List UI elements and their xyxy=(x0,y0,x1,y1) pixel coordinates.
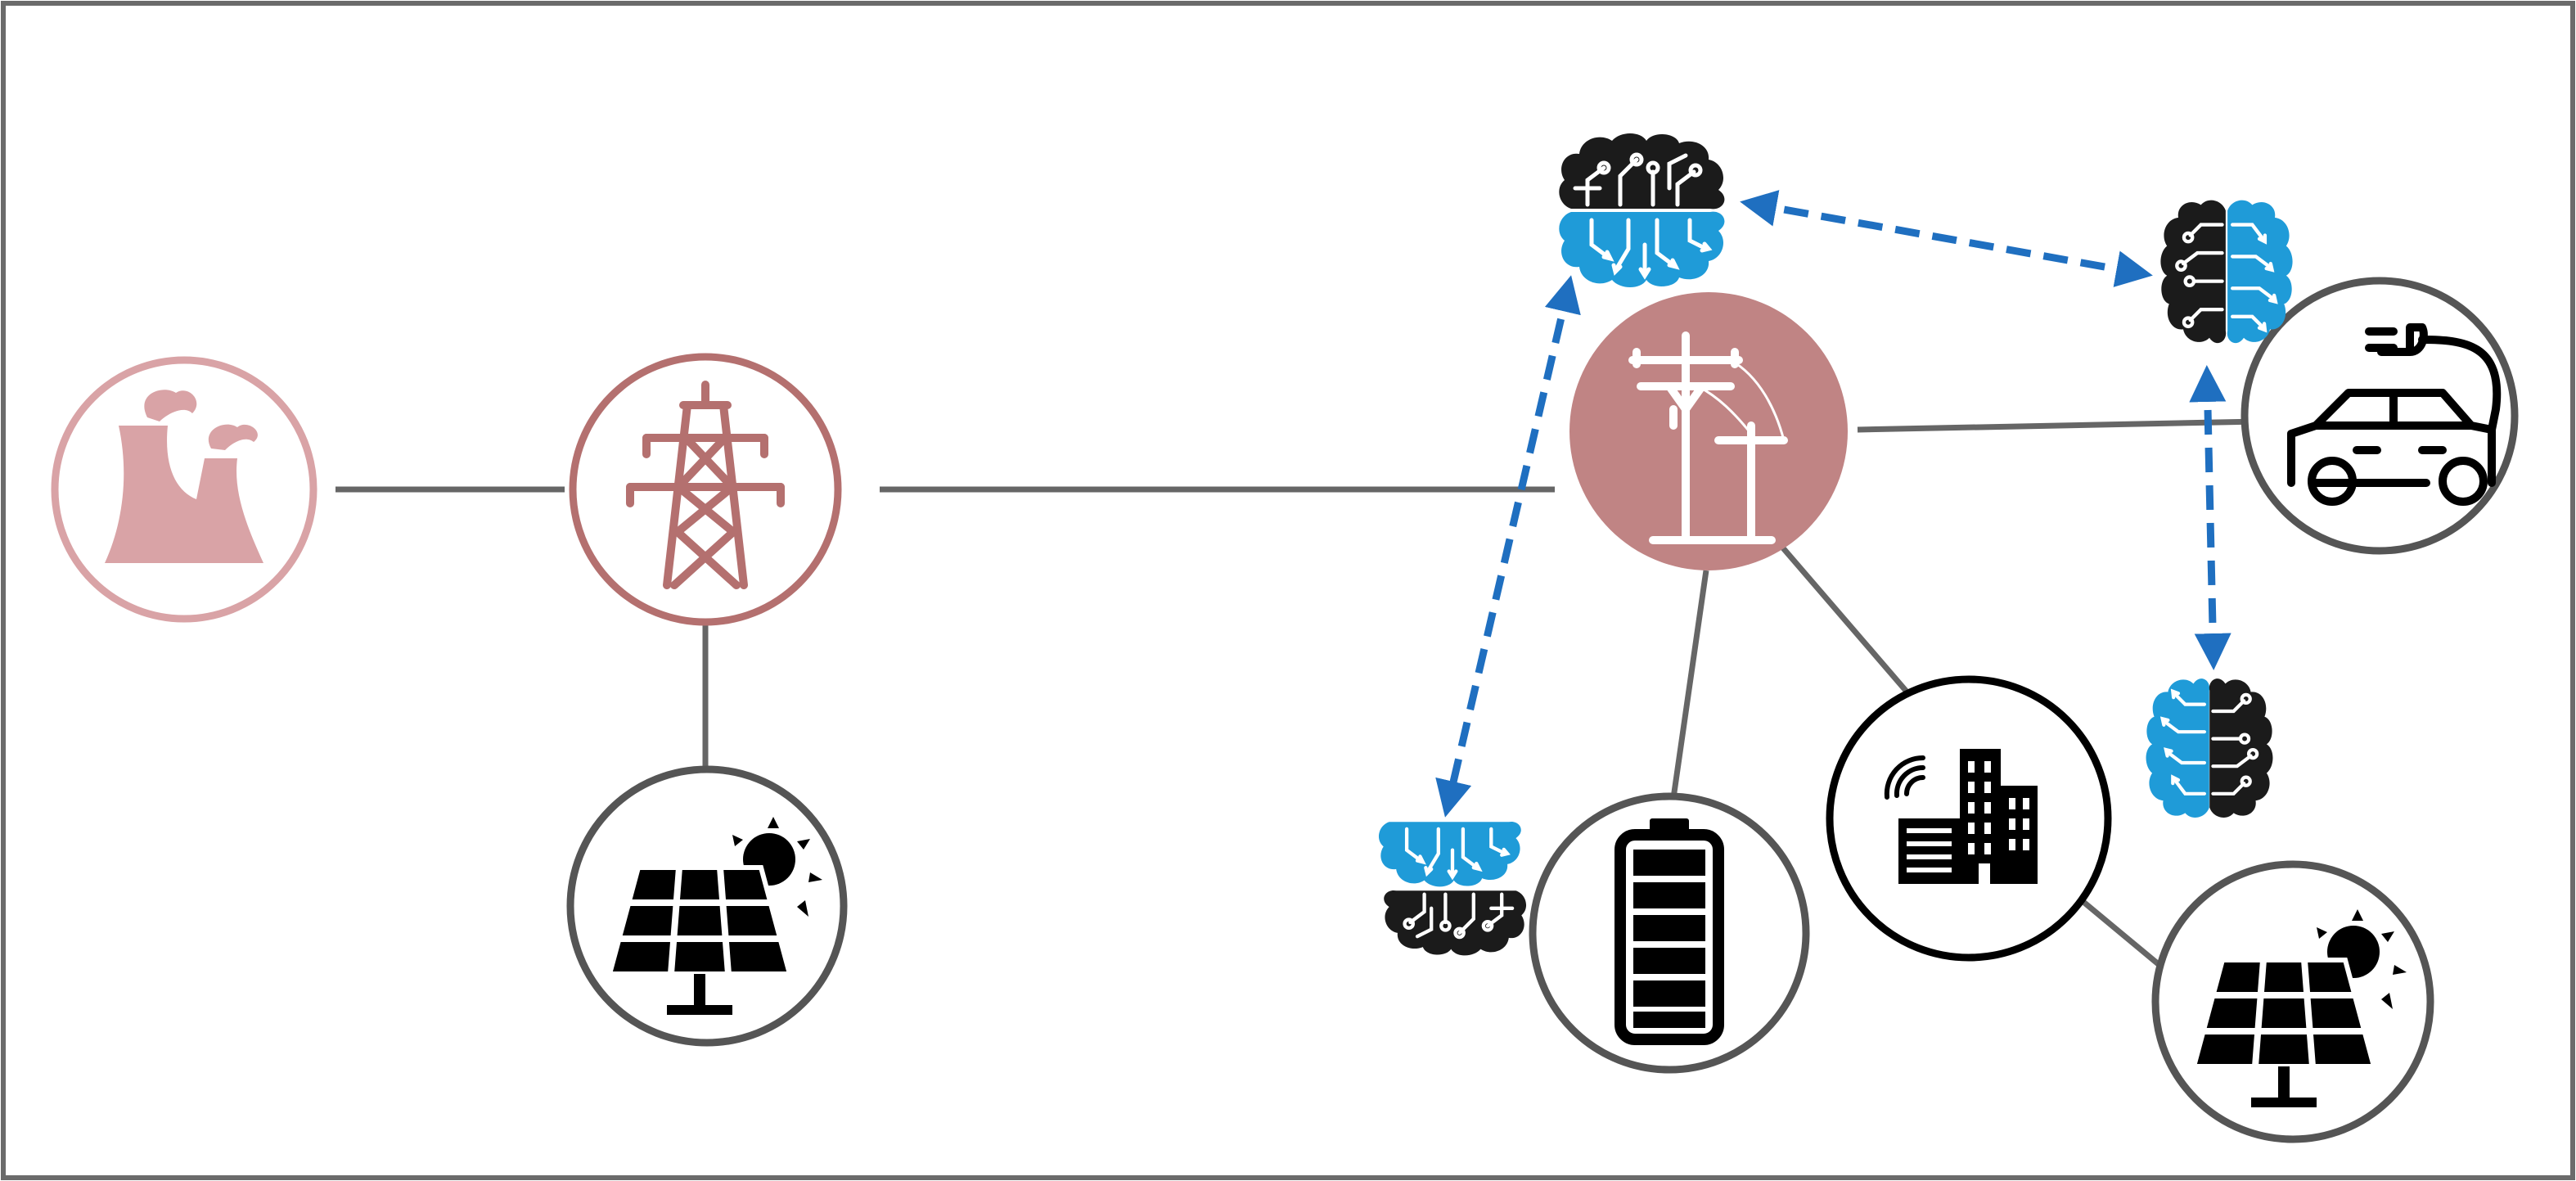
solar-panel-right-node[interactable] xyxy=(2151,860,2434,1143)
line-distribution-to-battery xyxy=(1670,570,1709,799)
utility-pole-icon xyxy=(1628,331,1788,544)
power-lines-icon xyxy=(1697,358,1786,441)
distribution-pole-disc xyxy=(1569,292,1848,570)
smart-building-icon xyxy=(1898,749,2038,884)
transmission-tower-icon xyxy=(626,381,785,589)
distribution-pole-node[interactable] xyxy=(1569,292,1848,570)
transmission-tower-node[interactable] xyxy=(569,353,842,626)
electric-vehicle-ring xyxy=(2240,277,2519,555)
power-plant-icon xyxy=(105,390,263,563)
battery-icon xyxy=(1615,818,1724,1045)
link-top-to-right xyxy=(1740,190,2153,287)
link-right-to-bottom-right xyxy=(2189,365,2231,670)
line-building-to-solar xyxy=(2076,895,2163,968)
smart-building-node[interactable] xyxy=(1826,675,2112,962)
wifi-icon xyxy=(1884,755,1925,800)
solar-panel-main-node[interactable] xyxy=(566,765,848,1047)
agent-communication-links xyxy=(1435,190,2231,818)
electric-car-icon xyxy=(2287,323,2502,506)
power-plant-node[interactable] xyxy=(51,356,317,623)
line-distribution-to-building xyxy=(1777,542,1909,694)
electric-vehicle-node[interactable] xyxy=(2240,277,2519,555)
link-top-to-bottom-left xyxy=(1435,275,1581,818)
battery-node[interactable] xyxy=(1529,792,1810,1074)
